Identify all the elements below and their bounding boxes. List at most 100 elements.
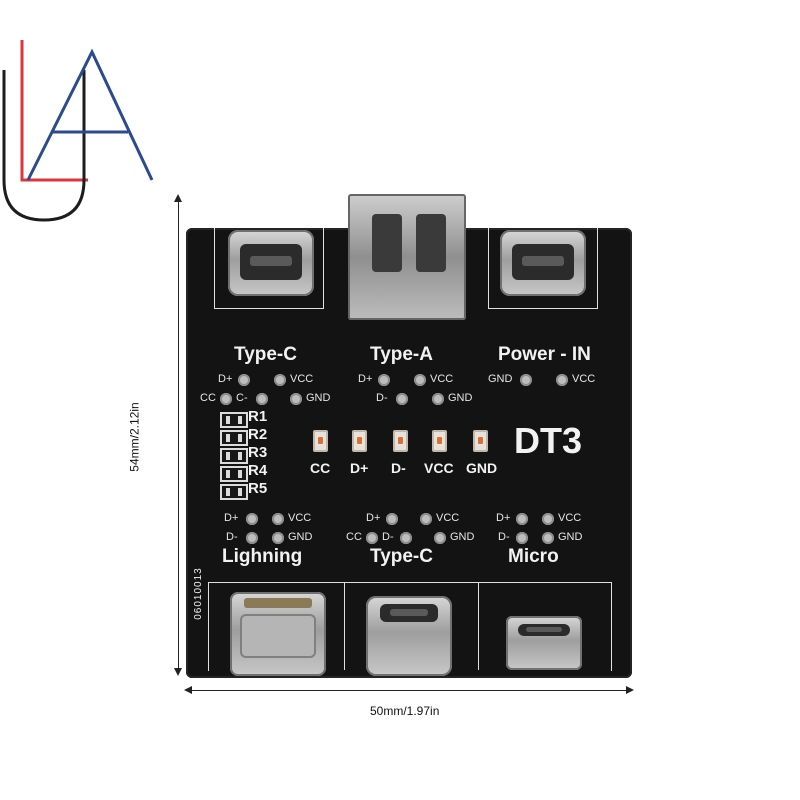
width-arrow-left [184, 686, 192, 694]
resistor [220, 466, 248, 482]
test-pad [400, 532, 412, 544]
led-indicator [393, 430, 408, 452]
test-pad [272, 532, 284, 544]
bottom-typec-port [366, 596, 452, 676]
micro-usb-port [506, 616, 582, 670]
pin-label: VCC [288, 512, 312, 524]
height-arrow-bottom [174, 668, 182, 676]
resistor-label: R1 [248, 408, 268, 425]
test-pad [542, 513, 554, 525]
test-pad [386, 513, 398, 525]
pin-label: D+ [496, 512, 511, 524]
height-dimension-line [178, 196, 179, 674]
pin-label: D+ [358, 373, 373, 385]
pin-label: GND [558, 531, 583, 543]
label-micro: Micro [508, 546, 559, 567]
frame-bottom [208, 582, 612, 671]
test-pad [272, 513, 284, 525]
power-in-typec-port [500, 230, 586, 296]
test-pad [256, 393, 268, 405]
pin-label: GND [488, 373, 513, 385]
width-arrow-right [626, 686, 634, 694]
test-pad [246, 532, 258, 544]
pin-label: CC [200, 392, 216, 404]
lightning-port [230, 592, 326, 676]
label-bottom-typec: Type-C [370, 546, 433, 567]
test-pad [420, 513, 432, 525]
pin-label: VCC [436, 512, 460, 524]
led-indicator [313, 430, 328, 452]
pin-label: VCC [430, 373, 454, 385]
led-label: D+ [350, 460, 369, 476]
test-pad [366, 532, 378, 544]
test-pad [378, 374, 390, 386]
width-dimension-label: 50mm/1.97in [370, 704, 440, 718]
pin-label: CC [346, 531, 362, 543]
logo-red-stroke [20, 40, 88, 182]
pin-label: GND [306, 392, 331, 404]
brand-logo [2, 40, 154, 222]
led-label: D- [391, 460, 406, 476]
label-lightning: Lighning [222, 546, 303, 567]
resistor [220, 430, 248, 446]
pin-label: GND [450, 531, 475, 543]
test-pad [290, 393, 302, 405]
label-power-in: Power - IN [498, 344, 591, 365]
led-indicator [473, 430, 488, 452]
test-pad [414, 374, 426, 386]
test-pad [238, 374, 250, 386]
frame-top-left [214, 228, 324, 309]
frame-top-right [488, 228, 598, 309]
test-pad [556, 374, 568, 386]
board-title: DT3 [514, 420, 583, 461]
test-pad [246, 513, 258, 525]
test-pad [434, 532, 446, 544]
height-dimension-label: 54mm/2.12in [127, 402, 142, 472]
test-pad [542, 532, 554, 544]
test-pad [516, 532, 528, 544]
top-typea-port [348, 194, 466, 320]
pin-label: GND [448, 392, 473, 404]
pin-label: D+ [224, 512, 239, 524]
pin-label: D+ [366, 512, 381, 524]
pin-label: VCC [572, 373, 596, 385]
frame-divider-right [478, 582, 479, 670]
frame-divider-left [344, 582, 345, 670]
pin-label: VCC [558, 512, 582, 524]
pcb-board: Type-C Type-A Power - IN D+ VCC CC C- GN… [186, 194, 632, 678]
test-pad [520, 374, 532, 386]
height-arrow-top [174, 194, 182, 202]
test-pad [396, 393, 408, 405]
test-pad [274, 374, 286, 386]
pin-label: D+ [218, 373, 233, 385]
resistor-label: R2 [248, 426, 268, 443]
resistor-label: R5 [248, 480, 268, 497]
test-pad [516, 513, 528, 525]
led-label: GND [466, 460, 498, 476]
pin-label: C- [236, 392, 248, 404]
pin-label: D- [498, 531, 510, 543]
led-label: CC [310, 460, 331, 476]
serial-number: 06010013 [192, 567, 204, 620]
pin-label: D- [226, 531, 238, 543]
pin-label: VCC [290, 373, 314, 385]
label-top-typea: Type-A [370, 344, 433, 365]
logo-blue-a [26, 48, 154, 181]
led-label: VCC [424, 460, 454, 476]
resistor [220, 484, 248, 500]
test-pad [432, 393, 444, 405]
resistor-label: R4 [248, 462, 268, 479]
led-indicator [352, 430, 367, 452]
resistor [220, 448, 248, 464]
led-indicator [432, 430, 447, 452]
label-top-typec: Type-C [234, 344, 297, 365]
top-typec-port [228, 230, 314, 296]
pin-label: GND [288, 531, 313, 543]
resistor-label: R3 [248, 444, 268, 461]
width-dimension-line [186, 690, 632, 691]
logo-dark-curve [2, 70, 86, 222]
resistor [220, 412, 248, 428]
test-pad [220, 393, 232, 405]
pin-label: D- [382, 531, 394, 543]
pin-label: D- [376, 392, 388, 404]
